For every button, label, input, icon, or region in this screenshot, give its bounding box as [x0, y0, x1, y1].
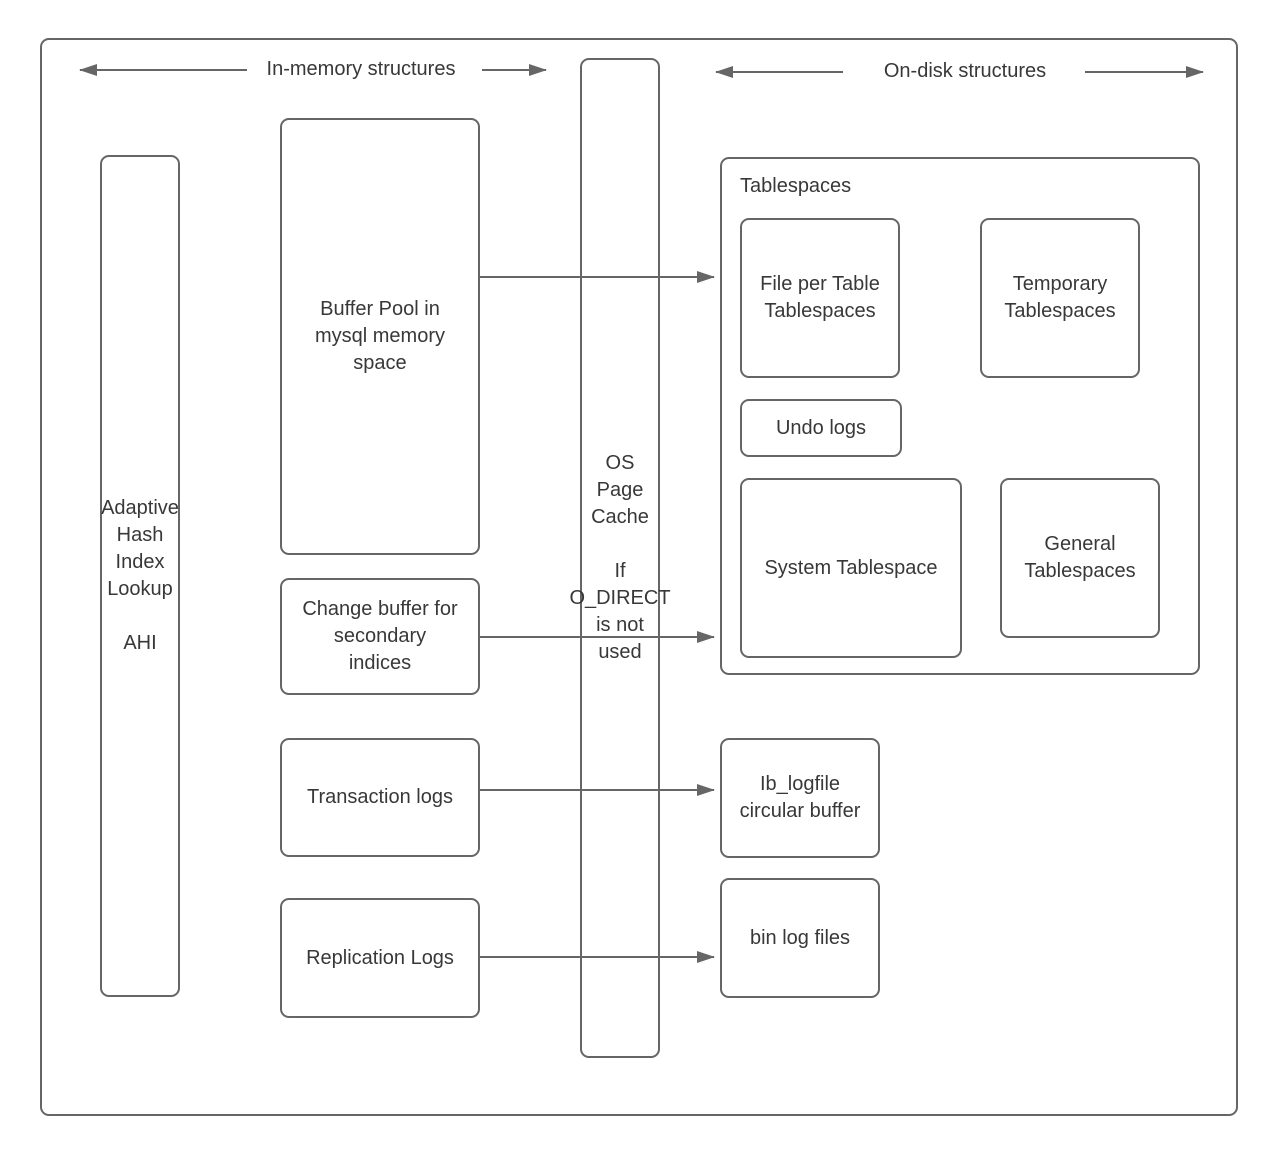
- node-replication-logs: Replication Logs: [280, 898, 480, 1018]
- node-file-per-table-tablespaces: File per Table Tablespaces: [740, 218, 900, 378]
- node-buffer-pool: Buffer Pool in mysql memory space: [280, 118, 480, 555]
- node-ib-logfile-circular-buffer: Ib_logfile circular buffer: [720, 738, 880, 858]
- node-general-tablespaces: General Tablespaces: [1000, 478, 1160, 638]
- node-temporary-tablespaces: Temporary Tablespaces: [980, 218, 1140, 378]
- node-adaptive-hash-index: Adaptive Hash Index Lookup AHI: [100, 155, 180, 997]
- tablespaces-container: Tablespaces File per Table Tablespaces T…: [720, 157, 1200, 675]
- node-transaction-logs: Transaction logs: [280, 738, 480, 857]
- node-undo-logs: Undo logs: [740, 399, 902, 457]
- on-disk-structures-header: On-disk structures: [883, 60, 1047, 82]
- node-os-page-cache: OS Page Cache If O_DIRECT is not used: [569, 58, 671, 1058]
- in-memory-structures-header: In-memory structures: [266, 58, 456, 80]
- node-system-tablespace: System Tablespace: [740, 478, 962, 658]
- tablespaces-container-label: Tablespaces: [740, 175, 852, 197]
- node-change-buffer: Change buffer for secondary indices: [280, 578, 480, 695]
- node-bin-log-files: bin log files: [720, 878, 880, 998]
- outer-frame: [40, 38, 1238, 1116]
